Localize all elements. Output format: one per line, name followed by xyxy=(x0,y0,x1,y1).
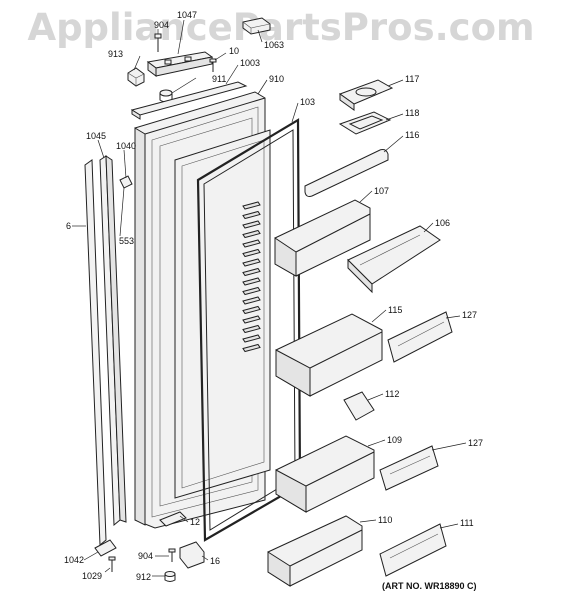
stop-part xyxy=(119,175,133,189)
part-label-110: 110 xyxy=(378,515,393,525)
art-number: (ART NO. WR18890 C) xyxy=(382,581,477,591)
top-hinge-bracket-part xyxy=(146,51,214,77)
part-label-127-b: 127 xyxy=(468,438,484,448)
shelf-clip xyxy=(242,239,261,248)
part-label-107: 107 xyxy=(374,186,390,196)
door-bin-small-part xyxy=(274,199,371,277)
part-label-1040: 1040 xyxy=(116,141,137,151)
part-label-1063: 1063 xyxy=(264,40,285,50)
part-label-913: 913 xyxy=(108,49,124,59)
bottom-hinge-part xyxy=(159,511,187,527)
hinge-cover-part xyxy=(242,17,271,35)
part-label-1042: 1042 xyxy=(64,555,85,565)
shelf-clip xyxy=(242,315,261,324)
part-label-911: 911 xyxy=(212,74,227,84)
door-bin-bottom-part xyxy=(267,515,363,587)
bin-shield-part xyxy=(387,311,453,363)
part-label-118: 118 xyxy=(405,108,420,118)
part-label-10: 10 xyxy=(229,46,240,56)
screw-part xyxy=(154,33,162,52)
shelf-clip xyxy=(242,305,261,315)
part-label-127: 127 xyxy=(462,310,478,320)
door-liner-part xyxy=(174,129,271,499)
shelf-clip xyxy=(242,258,261,267)
bushing-part-2 xyxy=(164,571,176,582)
shelf-clip xyxy=(242,286,261,296)
part-label-116: 116 xyxy=(405,130,420,140)
part-label-106: 106 xyxy=(435,218,451,228)
shelf-clip xyxy=(242,248,261,258)
shelf-clip xyxy=(242,267,261,277)
screw-part-3 xyxy=(108,556,116,572)
shelf-clip xyxy=(242,324,261,334)
shelf-clip xyxy=(242,229,261,239)
bin-shield-part-2 xyxy=(379,445,439,491)
shelf-clip xyxy=(242,277,261,286)
small-screw-part xyxy=(209,58,217,72)
part-label-112: 112 xyxy=(385,389,400,399)
bin-shield-part-3 xyxy=(379,523,447,577)
part-label-910: 910 xyxy=(269,74,285,84)
door-bin-medium-part xyxy=(275,435,375,513)
door-bin-cover-part xyxy=(347,225,441,294)
part-label-12: 12 xyxy=(190,517,201,527)
door-rod-part xyxy=(84,159,107,547)
part-label-115: 115 xyxy=(388,305,403,315)
door-top-trim-part xyxy=(130,81,248,120)
part-label-904-b: 904 xyxy=(138,551,154,561)
shelf-clip xyxy=(242,296,261,305)
bin-divider-part xyxy=(343,391,375,421)
bin-frame-part xyxy=(338,111,392,135)
part-label-904: 904 xyxy=(154,20,170,30)
curved-rail-part xyxy=(304,149,389,197)
shelf-clip xyxy=(242,220,261,229)
hinge-cap-part xyxy=(127,67,145,87)
door-edge-strip-part xyxy=(99,155,127,527)
bottom-bracket-part xyxy=(94,539,117,557)
screw-part-2 xyxy=(168,548,176,562)
part-label-1045: 1045 xyxy=(86,131,107,141)
bin-lid-part xyxy=(338,79,394,111)
leader-lines xyxy=(72,19,467,577)
part-label-6: 6 xyxy=(66,221,72,231)
shelf-clip-row-part xyxy=(242,201,261,353)
part-label-109: 109 xyxy=(387,435,403,445)
shelf-clip xyxy=(242,210,261,220)
door-bin-large-part xyxy=(275,313,383,397)
part-label-111: 111 xyxy=(460,518,474,528)
part-label-1047: 1047 xyxy=(177,10,198,20)
part-label-912: 912 xyxy=(136,572,152,582)
part-label-117: 117 xyxy=(405,74,420,84)
shelf-clip xyxy=(242,334,261,343)
part-label-1029: 1029 xyxy=(82,571,103,581)
part-label-1003: 1003 xyxy=(240,58,261,68)
part-label-553: 553 xyxy=(119,236,135,246)
bottom-hinge-bracket-part xyxy=(179,541,205,569)
shelf-clip xyxy=(242,201,261,210)
shelf-clip xyxy=(242,343,261,353)
part-label-16: 16 xyxy=(210,556,221,566)
part-label-103: 103 xyxy=(300,97,316,107)
